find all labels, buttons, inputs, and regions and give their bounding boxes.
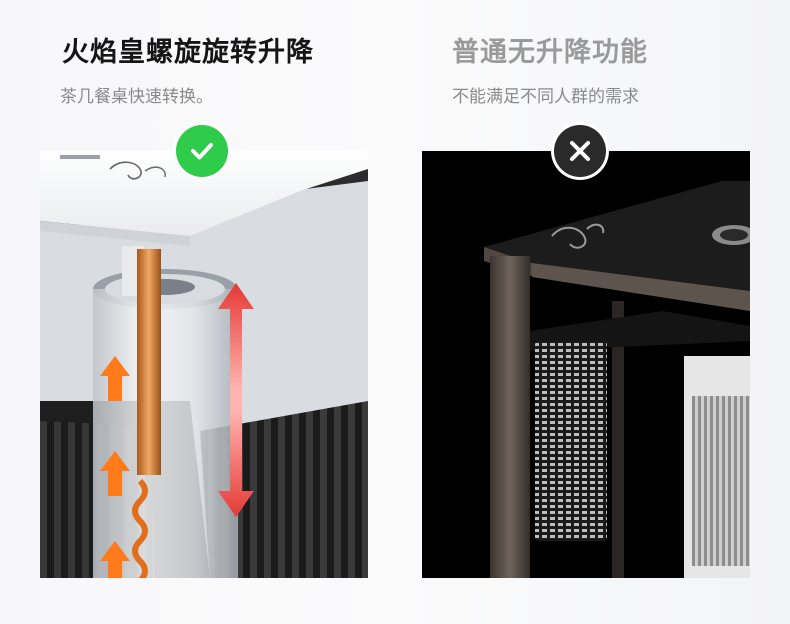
airflow-arrows [100,356,130,578]
lifting-table-photo [40,151,368,578]
left-title: 火焰皇螺旋旋转升降 [62,37,314,68]
lift-direction-arrow [218,283,254,517]
check-icon [191,143,213,160]
cross-badge [554,125,606,177]
lifting-table-illustration [40,151,368,578]
check-badge [176,125,228,177]
ordinary-table-illustration [422,151,750,578]
left-subtitle: 茶几餐桌快速转换。 [60,87,213,107]
ordinary-table-photo [422,151,750,578]
cross-icon [570,141,590,161]
right-subtitle: 不能满足不同人群的需求 [452,87,639,107]
right-title: 普通无升降功能 [452,37,648,68]
